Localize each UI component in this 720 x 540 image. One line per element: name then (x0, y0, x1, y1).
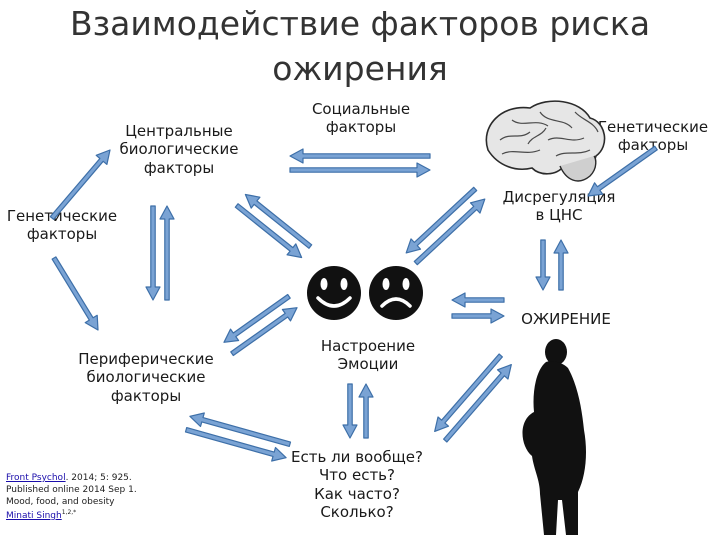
reference-citation: Front Psychol. 2014; 5: 925. Published o… (6, 473, 137, 523)
citation-text: . 2014; 5: 925. (65, 473, 132, 483)
peripheral-eating-forward-arrow (184, 427, 287, 462)
author-link[interactable]: Minati Singh (6, 510, 62, 521)
genetic-factors-right-label: Генетические факторы (597, 118, 709, 155)
cns-obesity-backward-arrow (553, 239, 569, 291)
mood-eating-forward-arrow (342, 383, 358, 439)
author-superscript: 1,2,* (61, 508, 77, 516)
brain-icon (485, 100, 606, 182)
mood-eating-backward-arrow (358, 383, 374, 439)
mood-cns-forward-arrow (413, 198, 486, 266)
genetic-to-cns-arrow (587, 145, 658, 197)
mood-obesity-forward-arrow (451, 308, 505, 324)
mood-emotions-label: Настроение Эмоции (320, 337, 416, 374)
central-social-backward-arrow (289, 148, 431, 164)
genetic-factors-left-label: Генетические факторы (6, 207, 118, 244)
article-title: Mood, food, and obesity (6, 496, 115, 507)
central-biological-factors-label: Центральные биологические факторы (119, 122, 239, 177)
genetic-to-central-arrow (49, 149, 111, 220)
smiley-happy-icon (307, 266, 361, 320)
obese-person-silhouette-icon (522, 339, 586, 535)
peripheral-biological-factors-label: Периферические биологические факторы (78, 350, 214, 405)
smiley-sad-icon (369, 266, 423, 320)
central-social-forward-arrow (289, 162, 431, 178)
social-factors-label: Социальные факторы (311, 100, 411, 137)
eating-obesity-forward-arrow (443, 364, 512, 443)
peripheral-mood-forward-arrow (230, 307, 298, 357)
peripheral-eating-backward-arrow (189, 412, 292, 447)
genetic-to-peripheral-arrow (51, 256, 99, 331)
published-text: Published online 2014 Sep 1. (6, 484, 137, 495)
cns-dysregulation-label: Дисрегуляция в ЦНС (502, 188, 616, 225)
obesity-label: ОЖИРЕНИЕ (521, 310, 611, 328)
central-peripheral-forward-arrow (145, 205, 161, 301)
central-mood-forward-arrow (234, 203, 303, 259)
eating-obesity-backward-arrow (434, 353, 503, 432)
cns-obesity-forward-arrow (535, 239, 551, 291)
central-peripheral-backward-arrow (159, 205, 175, 301)
journal-link[interactable]: Front Psychol (6, 473, 66, 483)
central-mood-backward-arrow (244, 193, 313, 249)
mood-obesity-backward-arrow (451, 292, 505, 308)
eating-questions-label: Есть ли вообще? Что есть? Как часто? Ско… (291, 448, 423, 521)
page-title: Взаимодействие факторов риска ожирения (69, 4, 651, 88)
mood-cns-backward-arrow (405, 186, 478, 254)
peripheral-mood-backward-arrow (223, 293, 291, 343)
